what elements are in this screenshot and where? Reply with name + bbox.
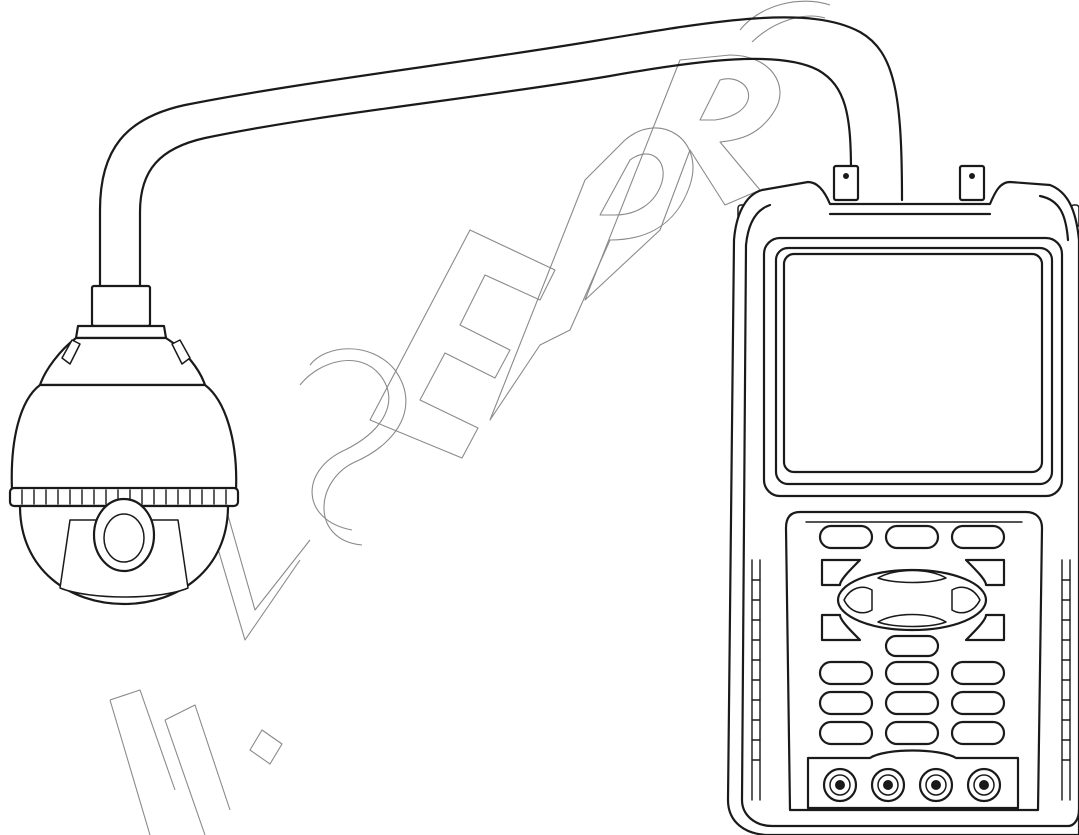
- connection-cable: [98, 16, 904, 290]
- dpad-down-button[interactable]: [877, 613, 947, 628]
- key-button[interactable]: [950, 524, 1006, 550]
- key-button[interactable]: [884, 720, 940, 746]
- key-button[interactable]: [884, 634, 940, 658]
- nav-down-left-button[interactable]: [820, 613, 862, 642]
- nav-up-right-button[interactable]: [964, 558, 1006, 587]
- speed-dome-camera: [8, 284, 240, 606]
- key-button[interactable]: [950, 690, 1006, 716]
- key-button[interactable]: [884, 660, 940, 686]
- bottom-connectors: [822, 767, 1002, 803]
- lcd-screen: [782, 252, 1044, 474]
- key-button[interactable]: [818, 660, 874, 686]
- handheld-tester: [726, 164, 1079, 835]
- connector-strip: [806, 749, 1020, 810]
- key-button[interactable]: [950, 660, 1006, 686]
- key-button[interactable]: [884, 524, 940, 550]
- key-button[interactable]: [884, 690, 940, 716]
- key-button[interactable]: [818, 690, 874, 716]
- key-button[interactable]: [950, 720, 1006, 746]
- dpad-up-button[interactable]: [877, 569, 947, 584]
- bnc-connector-right: [958, 164, 986, 202]
- bnc-connector-left: [832, 164, 860, 202]
- nav-up-left-button[interactable]: [820, 558, 862, 587]
- dpad-right-button[interactable]: [951, 586, 981, 614]
- key-button[interactable]: [818, 720, 874, 746]
- dpad-left-button[interactable]: [843, 586, 873, 614]
- key-button[interactable]: [818, 524, 874, 550]
- nav-down-right-button[interactable]: [964, 613, 1006, 642]
